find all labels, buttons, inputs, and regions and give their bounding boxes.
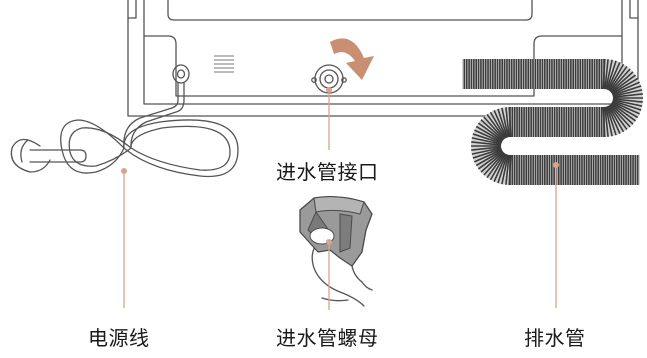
power-cord	[10, 82, 239, 178]
drain-hose-rib	[477, 150, 504, 170]
drain-hose-rib	[610, 102, 637, 122]
drain-hose-rib	[471, 146, 502, 151]
label-inlet-nut: 进水管螺母	[276, 326, 379, 350]
label-inlet-port: 进水管接口	[276, 160, 379, 184]
drain-hose-rib	[474, 129, 503, 144]
drain-hose-rib	[605, 106, 613, 137]
drain-hose-rib	[477, 122, 504, 142]
drain-hose-rib	[612, 85, 642, 96]
drain-hose-rib	[493, 153, 508, 182]
leader-lines	[120, 86, 560, 310]
drain-hose-rib	[505, 154, 510, 185]
drain-hose-rib	[606, 106, 617, 136]
drain-hose-rib	[486, 113, 506, 140]
drain-hose-rib	[604, 59, 609, 90]
drain-hose-rib	[605, 59, 613, 90]
drain-hose-rib	[472, 148, 502, 159]
drain-hose-rib	[609, 68, 631, 92]
inlet-nut-illustration	[299, 196, 373, 307]
drain-hose-rib	[486, 152, 506, 179]
drain-hose-rib	[497, 108, 508, 138]
drain-hose-rib	[493, 110, 508, 139]
vent-grille-icon	[214, 55, 234, 73]
drain-hose-rib	[471, 141, 502, 146]
drain-hose-rib	[497, 154, 508, 184]
drain-hose-rib	[612, 99, 643, 107]
drain-hose-rib	[505, 107, 510, 138]
drain-hose-rib	[610, 74, 637, 94]
drain-hose-rib	[612, 100, 642, 111]
drain-hose-rib	[606, 60, 617, 90]
drain-hose-rib	[610, 71, 634, 93]
drain-hose-rib	[611, 101, 639, 119]
label-drain-hose: 排水管	[524, 326, 586, 350]
drain-hose-rib	[508, 106, 512, 138]
drain-hose-rib	[608, 65, 628, 92]
drain-hose-rib	[612, 89, 643, 97]
drain-hose-rib	[611, 81, 640, 96]
drain-hose-rib	[607, 105, 625, 133]
power-socket	[172, 64, 190, 84]
drain-hose-rib	[489, 111, 507, 139]
appliance-back-panel	[127, 0, 639, 117]
drain-hose-rib	[612, 93, 643, 98]
drain-hose-rib	[474, 148, 503, 163]
drain-hose-rib	[475, 149, 503, 167]
drain-hose-rib	[611, 100, 640, 115]
drain-hose-rib	[608, 104, 628, 131]
drain-hose-rib	[501, 154, 509, 185]
drain-hose-rib	[606, 105, 621, 134]
drain-hose-rib	[472, 133, 502, 144]
drain-hose-rib	[611, 77, 639, 95]
drain-hose-rib	[475, 125, 503, 143]
drain-hose-rib	[609, 104, 631, 128]
drain-hose-rib	[471, 147, 502, 155]
label-power-cord: 电源线	[88, 326, 150, 350]
drain-hose-rib	[602, 58, 606, 90]
drain-hose-rib	[610, 103, 634, 125]
drain-hose-rib	[607, 63, 625, 91]
drain-hose-rib	[612, 98, 643, 103]
drain-hose-rib	[489, 153, 507, 181]
drain-hose-rib	[471, 137, 502, 145]
drain-hose	[449, 58, 647, 186]
drain-hose-rib	[480, 119, 504, 141]
drain-hose-rib	[483, 152, 505, 176]
drain-hose-rib	[483, 116, 505, 140]
drain-hose-rib	[604, 106, 609, 137]
drain-hose-rib	[606, 62, 621, 91]
drain-hose-rib	[501, 107, 509, 138]
rotate-clockwise-arrow-icon	[330, 38, 374, 80]
drain-hose-rib	[480, 151, 504, 173]
